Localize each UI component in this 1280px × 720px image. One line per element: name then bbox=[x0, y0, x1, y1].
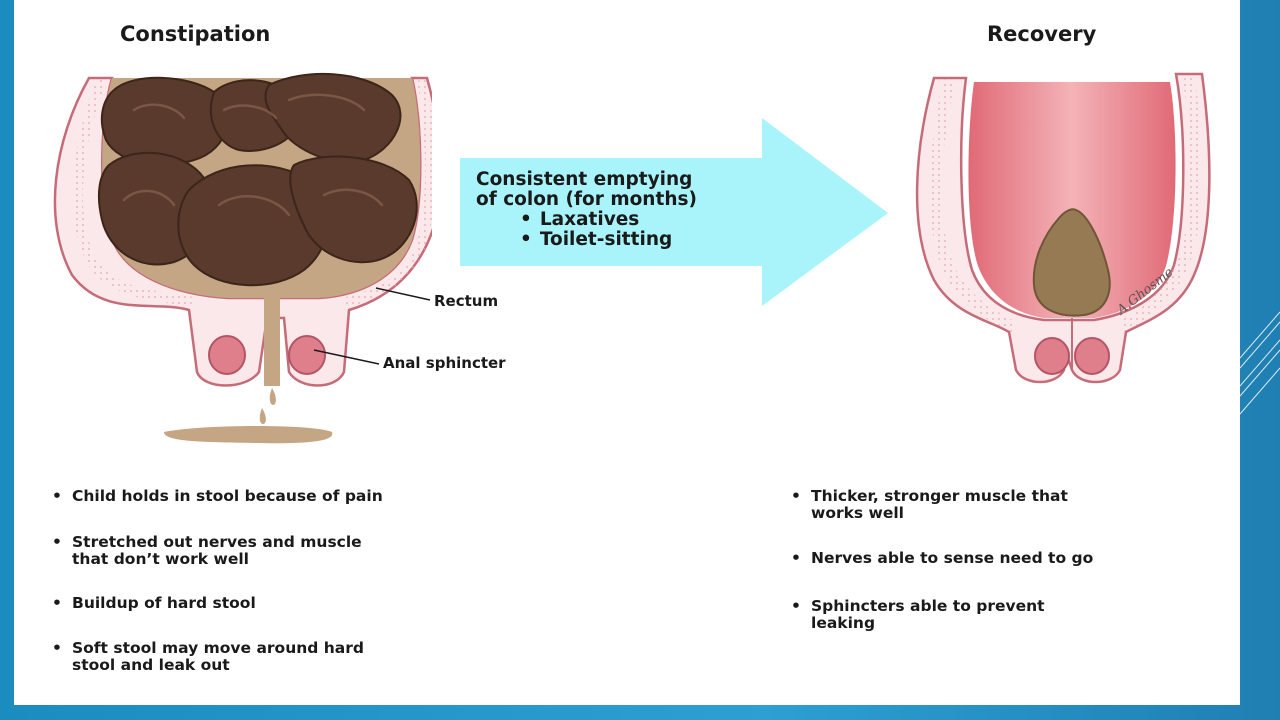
recovery-rectum-wall bbox=[915, 72, 1211, 384]
constipation-bullets: Child holds in stool because of pain Str… bbox=[50, 488, 383, 674]
recovery-bullets: Thicker, stronger muscle that works well… bbox=[789, 488, 1093, 632]
right-sphincter-muscle bbox=[288, 335, 326, 375]
anal-sphincter-label: Anal sphincter bbox=[383, 354, 506, 372]
anal-canal bbox=[264, 298, 280, 386]
constipation-bullet: Buildup of hard stool bbox=[50, 595, 383, 613]
constipation-illustration bbox=[53, 72, 432, 444]
formed-stool bbox=[1032, 208, 1111, 317]
rectum-leader-line bbox=[375, 287, 431, 301]
stool-puddle bbox=[164, 426, 333, 444]
recovery-bullet: Sphincters able to prevent leaking bbox=[789, 598, 1093, 632]
constipation-bullet: Child holds in stool because of pain bbox=[50, 488, 383, 506]
constipation-bullet: Stretched out nerves and muscle that don… bbox=[50, 534, 383, 568]
recovery-lumen bbox=[968, 82, 1176, 318]
recovery-title: Recovery bbox=[987, 22, 1097, 46]
recovery-bullet: Thicker, stronger muscle that works well bbox=[789, 488, 1093, 522]
arrow-line-2: of colon (for months) bbox=[476, 189, 697, 210]
arrow-line-1: Consistent emptying bbox=[476, 169, 693, 190]
hard-stool-mass bbox=[97, 72, 418, 287]
recovery-left-sphincter bbox=[1034, 337, 1070, 375]
arrow-list: Laxatives Toilet-sitting bbox=[476, 210, 856, 250]
slide: Constipation Recovery bbox=[14, 0, 1240, 705]
stool-drip bbox=[269, 388, 276, 405]
arrow-text: Consistent emptying of colon (for months… bbox=[476, 170, 856, 250]
decorative-diagonal-lines bbox=[1240, 311, 1280, 415]
rectum-label: Rectum bbox=[434, 292, 499, 310]
left-sphincter-muscle bbox=[208, 335, 246, 375]
constipation-bullet: Soft stool may move around hard stool an… bbox=[50, 640, 383, 674]
constipation-title: Constipation bbox=[120, 22, 271, 46]
recovery-right-sphincter bbox=[1074, 337, 1110, 375]
stool-drip bbox=[259, 408, 266, 424]
sphincter-leader-line bbox=[313, 349, 380, 365]
recovery-bullet: Nerves able to sense need to go bbox=[789, 550, 1093, 568]
arrow-item-laxatives: Laxatives bbox=[520, 210, 856, 230]
recovery-illustration bbox=[915, 72, 1211, 384]
arrow-item-toilet-sitting: Toilet-sitting bbox=[520, 230, 856, 250]
